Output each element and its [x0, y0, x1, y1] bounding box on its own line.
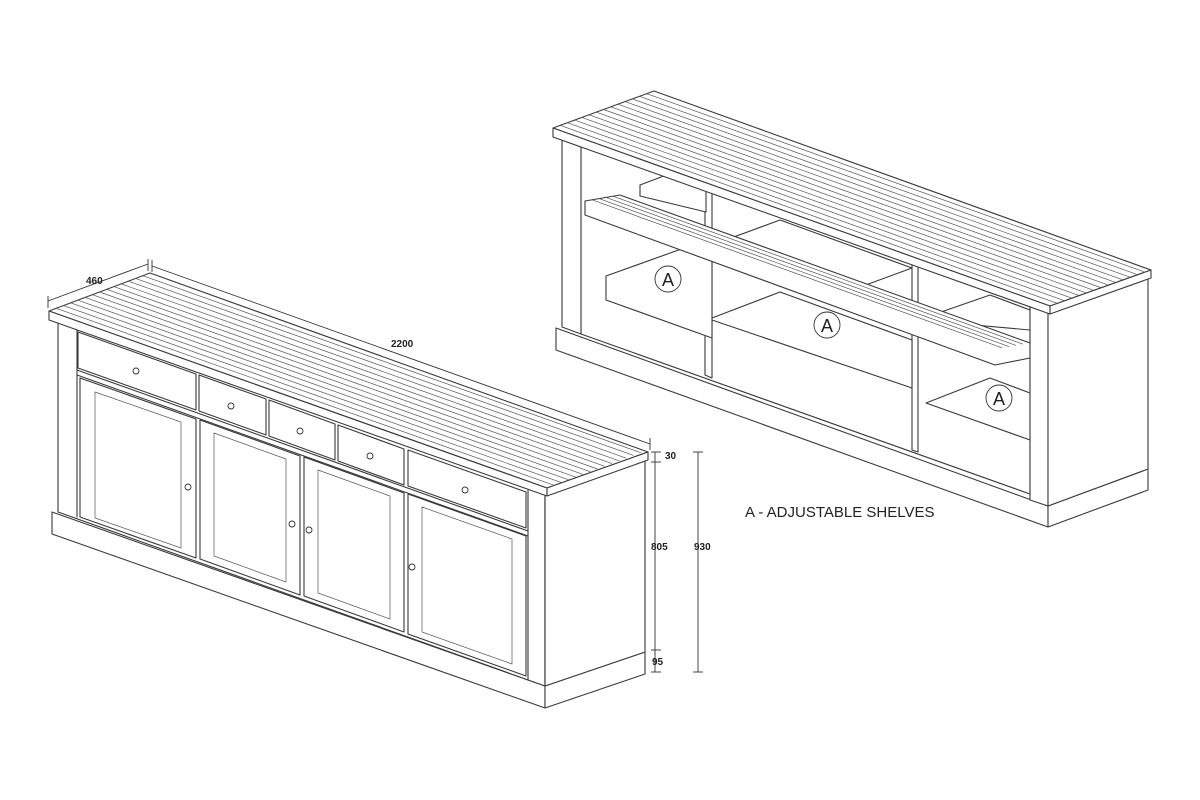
knob-icon	[132, 367, 140, 375]
door-3[interactable]	[303, 456, 405, 633]
plank-line	[106, 288, 605, 467]
plank-line	[612, 195, 1024, 345]
left-top-slab	[48, 272, 649, 497]
total-height-label: 930	[694, 542, 711, 553]
adjustable-shelf-marker-2: A	[813, 311, 841, 339]
plank-line	[632, 98, 1130, 278]
plinth-height-label: 95	[652, 657, 664, 668]
plank-line	[588, 114, 1087, 294]
plank-line	[610, 106, 1108, 286]
plank-line	[128, 280, 627, 459]
open-carcass: A A A	[552, 90, 1152, 528]
plank-line	[560, 125, 1058, 304]
plank-line	[605, 197, 1017, 346]
plank-line	[567, 122, 1065, 302]
body-height-label: 805	[651, 542, 668, 553]
plank-line	[603, 109, 1101, 288]
knob-icon	[461, 486, 469, 494]
plank-line	[617, 103, 1116, 283]
plank-line	[56, 307, 555, 486]
plank-line	[142, 275, 641, 454]
plank-line	[70, 302, 569, 481]
adjustable-shelf-marker-1: A	[654, 265, 682, 293]
knobs	[132, 367, 469, 571]
plank-line	[596, 111, 1094, 291]
door-row	[79, 377, 527, 677]
door-1[interactable]	[79, 377, 197, 559]
legend-text: A - ADJUSTABLE SHELVES	[745, 504, 935, 521]
plank-line	[99, 291, 598, 470]
knob-icon	[184, 483, 192, 491]
plank-line	[63, 305, 562, 483]
left-body-side	[544, 459, 646, 687]
knob-icon	[296, 427, 304, 435]
right-top-slab	[552, 90, 1152, 315]
plank-line	[646, 93, 1144, 272]
dimension-lines: 460 2200 30 805 95 930	[47, 259, 711, 673]
knob-icon	[288, 520, 296, 528]
plank-line	[84, 297, 584, 475]
right-left-side	[561, 139, 582, 335]
plank-line	[598, 198, 1010, 347]
door-4[interactable]	[407, 493, 527, 677]
svg-text:A: A	[662, 270, 674, 290]
depth-label: 460	[86, 276, 103, 287]
width-label: 2200	[391, 339, 414, 350]
plank-line	[574, 119, 1072, 299]
adjustable-shelf-marker-3: A	[985, 384, 1013, 412]
shelf-mid-lower	[711, 291, 913, 389]
knob-icon	[366, 452, 374, 460]
plank-line	[77, 299, 576, 478]
right-right-side	[1029, 299, 1049, 507]
closed-sideboard	[48, 272, 649, 709]
top-thickness-label: 30	[665, 451, 677, 462]
plank-line	[581, 117, 1079, 296]
plank-line	[92, 294, 591, 473]
plank-line	[625, 101, 1123, 280]
plank-line	[113, 286, 613, 464]
svg-text:A: A	[821, 316, 833, 336]
door-2[interactable]	[199, 419, 301, 596]
knob-icon	[305, 526, 313, 534]
knob-icon	[227, 402, 235, 410]
plank-line	[639, 95, 1137, 275]
plank-line	[591, 199, 1003, 349]
knob-icon	[408, 563, 416, 571]
plank-line	[121, 283, 620, 462]
plank-line	[135, 278, 634, 456]
svg-text:A: A	[993, 389, 1005, 409]
